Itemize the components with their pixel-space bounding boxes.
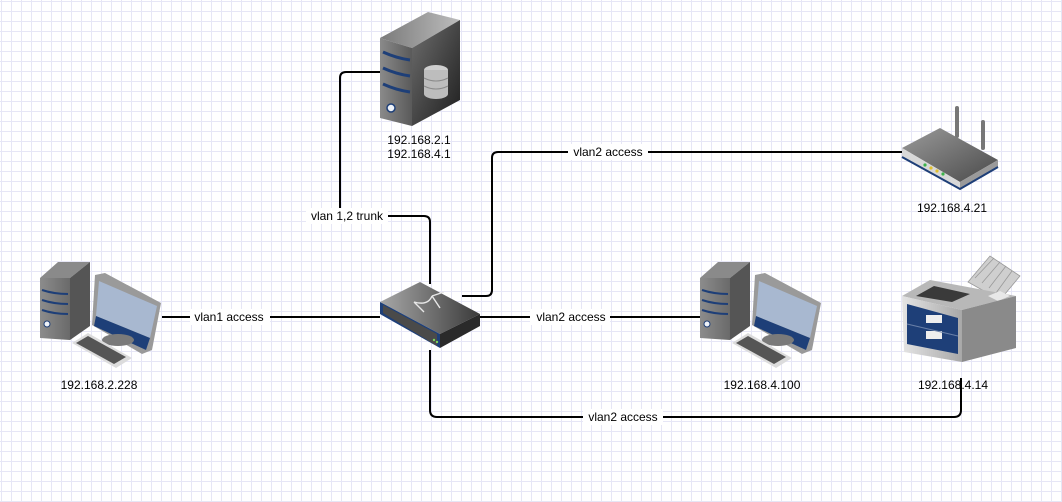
edge-label-to-router: vlan2 access — [573, 145, 642, 159]
pc-right-ip-label: 192.168.4.100 — [724, 378, 801, 392]
edge-to-pc-right[interactable]: vlan2 access — [478, 309, 702, 325]
node-router[interactable]: 192.168.4.21 — [901, 106, 999, 215]
network-switch-icon — [380, 282, 480, 348]
edge-to-router-line[interactable] — [462, 151, 902, 297]
edge-label-to-printer: vlan2 access — [588, 410, 657, 424]
edge-label-to-pc-right: vlan2 access — [536, 310, 605, 324]
node-printer[interactable]: 192.168.4.14 — [902, 255, 1021, 392]
printer-ip-label: 192.168.4.14 — [918, 378, 988, 392]
edge-to-pc-left[interactable]: vlan1 access — [162, 309, 380, 325]
node-server[interactable]: 192.168.2.1 192.168.4.1 — [380, 12, 460, 161]
server-icon — [380, 12, 460, 126]
pc-left-ip-label: 192.168.2.228 — [61, 378, 138, 392]
server-ip-label-1: 192.168.2.1 — [387, 133, 451, 147]
edge-to-printer[interactable]: vlan2 access — [429, 350, 962, 425]
printer-icon — [902, 255, 1021, 362]
server-ip-label-2: 192.168.4.1 — [387, 147, 451, 161]
workstation-icon — [700, 262, 821, 368]
edge-to-router[interactable]: vlan2 access — [462, 144, 902, 297]
node-pc-right[interactable]: 192.168.4.100 — [700, 262, 821, 392]
node-switch[interactable] — [380, 282, 480, 348]
edge-label-trunk: vlan 1,2 trunk — [311, 209, 384, 223]
node-pc-left[interactable]: 192.168.2.228 — [40, 262, 161, 392]
wifi-router-icon — [901, 106, 999, 191]
workstation-icon — [40, 262, 161, 368]
router-ip-label: 192.168.4.21 — [917, 201, 987, 215]
edge-label-to-pc-left: vlan1 access — [194, 310, 263, 324]
edge-trunk[interactable]: vlan 1,2 trunk — [306, 71, 431, 284]
edge-to-printer-line[interactable] — [429, 350, 962, 418]
